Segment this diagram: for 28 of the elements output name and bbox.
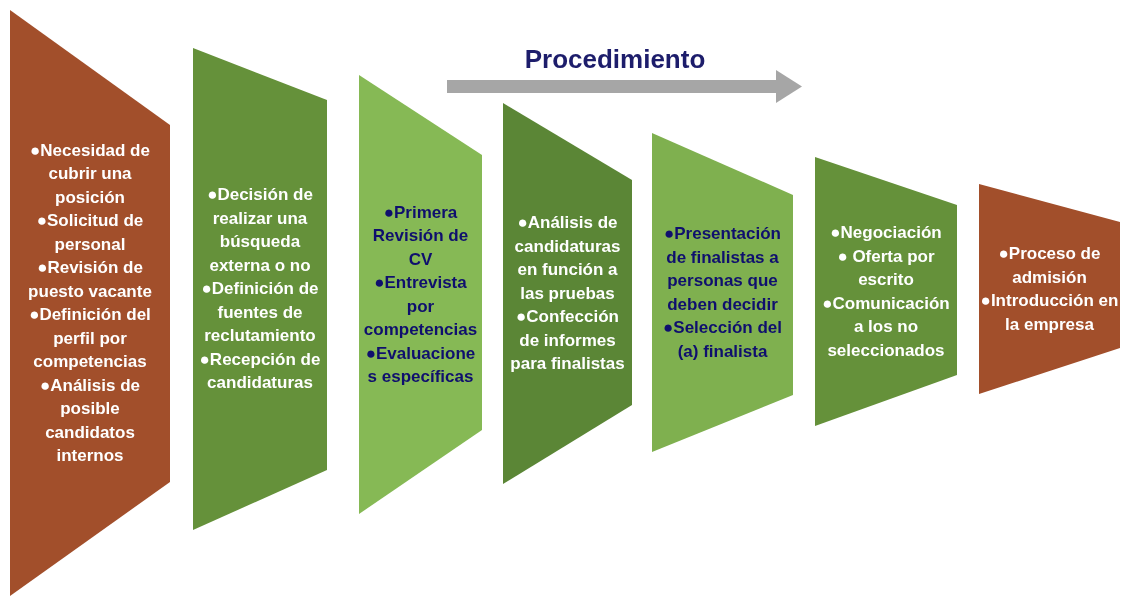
bullet-text: ●Entrevista por competencias (362, 272, 479, 341)
bullet-text: ● Oferta por escrito (836, 245, 936, 291)
title: Procedimiento (523, 44, 707, 75)
bullet-text: ●Negociación (829, 222, 943, 244)
bullet-text: ●Definición del perfil por competencias (28, 304, 152, 373)
bullet-text: ●Revisión de puesto vacante (27, 257, 153, 303)
bullet-text: ●Evaluaciones específicas (364, 342, 477, 388)
bullet-text: ●Confección de informes para finalistas (509, 306, 626, 376)
stage-shape (193, 48, 327, 530)
bullet-text: ●Introducción en la empresa (979, 290, 1120, 336)
stage-shape (10, 10, 170, 596)
bullet-text: ●Análisis de posible candidatos internos (39, 374, 141, 467)
stage-shape (652, 133, 793, 452)
stage-shape (503, 103, 632, 484)
bullet-text: ●Necesidad de cubrir una posición (29, 139, 151, 209)
bullet-text: ●Solicitud de personal (35, 210, 145, 256)
bullet-text: ●Definición de fuentes de reclutamiento (200, 278, 320, 348)
bullet-text: ●Selección del (a) finalista (662, 317, 783, 363)
stage-shape (815, 157, 957, 426)
bullet-text: ●Comunicación a los no seleccionados (821, 292, 951, 362)
bullet-text: ●Recepción de candidaturas (198, 348, 322, 395)
bullet-text: ●Presentación de finalistas a personas que deben decidir (662, 223, 782, 316)
bullet-text: ●Primera Revisión de CV (371, 201, 470, 271)
bullet-text: ●Decisión de realizar una búsqueda externa o no (206, 184, 314, 277)
stage-shape (979, 184, 1120, 394)
stage-shape (359, 75, 482, 514)
bullet-text: ●Análisis de candidaturas en función a las pruebas (513, 212, 622, 305)
bullet-text: ●Proceso de admisión (997, 243, 1102, 289)
